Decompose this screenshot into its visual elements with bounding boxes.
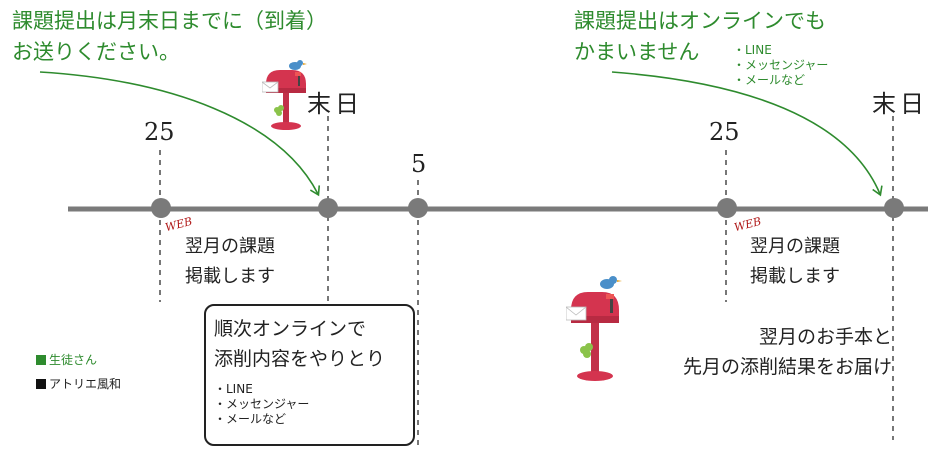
bird-icon [600,276,622,289]
legend-student-swatch [36,355,46,365]
publish-line-1: 翌月の課題 [185,236,275,257]
box-line-2: 添削内容をやりとり [214,348,386,370]
deadline-line-1: 課題提出は月末日までに（到着） [12,9,327,33]
method-item: ・メッセンジャー [733,58,829,72]
legend-atelier-swatch [36,379,46,389]
box-line-1: 順次オンラインで [214,318,367,340]
legend-student-label: 生徒さん [49,353,98,367]
online-submission-note: 課題提出はオンラインでも かまいません [574,6,826,68]
timeline-dot-5 [408,198,428,218]
method-item: ・メッセンジャー [214,397,310,411]
method-item: ・LINE [214,382,253,396]
online-line-2: かまいません [574,40,700,64]
method-item: ・LINE [733,43,772,57]
online-line-1: 課題提出はオンラインでも [574,9,826,33]
mailbox-icon [262,60,307,130]
timeline-dot-end-a [318,198,338,218]
online-methods-list: ・LINE ・メッセンジャー ・メールなど [733,43,828,88]
date-month-end-first: 末日 [307,90,363,118]
method-item: ・メールなど [733,73,806,87]
delivery-line-1: 翌月のお手本と [758,326,892,348]
online-correction-box: 順次オンラインで 添削内容をやりとり ・LINE ・メッセンジャー ・メールなど [204,304,415,446]
envelope-icon [566,306,587,321]
timeline-dot-end-b [884,198,904,218]
legend: 生徒さん アトリエ風和 [36,350,121,394]
publish-line-1: 翌月の課題 [750,236,840,257]
timeline-dot-25a [151,198,171,218]
delivery-note: 翌月のお手本と 先月の添削結果をお届け [683,322,892,382]
publish-label-second: 翌月の課題 掲載します [750,232,840,292]
box-methods-list: ・LINE ・メッセンジャー ・メールなど [214,382,309,427]
date-25-second: 25 [709,118,740,146]
date-5: 5 [411,150,427,178]
legend-atelier: アトリエ風和 [36,374,121,394]
mailbox-icon [566,276,622,381]
envelope-icon [262,81,279,93]
publish-line-2: 掲載します [185,266,275,287]
publish-line-2: 掲載します [750,266,840,287]
submission-deadline-note: 課題提出は月末日までに（到着） お送りください。 [12,6,327,68]
delivery-line-2: 先月の添削結果をお届け [682,356,892,378]
arrow-right [611,71,883,197]
clover-icon [580,343,593,358]
legend-atelier-label: アトリエ風和 [49,377,122,391]
clover-icon [274,105,284,116]
bird-icon [289,60,307,70]
legend-student: 生徒さん [36,350,121,370]
publish-label-first: 翌月の課題 掲載します [185,232,275,292]
method-item: ・メールなど [214,412,287,426]
arrow-left [39,71,321,197]
date-25-first: 25 [144,118,175,146]
deadline-line-2: お送りください。 [12,40,180,64]
timeline-dot-25b [717,198,737,218]
date-month-end-second: 末日 [872,90,928,118]
